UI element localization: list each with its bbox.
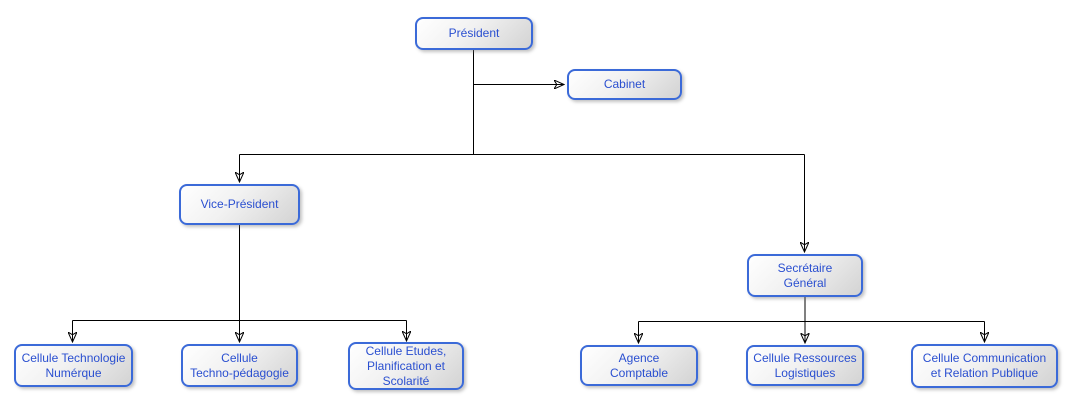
node-cellule-etudes: Cellule Etudes, Planification et Scolari… xyxy=(348,342,464,390)
node-cellule-technologie: Cellule Technologie Numérque xyxy=(14,344,133,387)
node-cellule-techno-pedagogie: Cellule Techno-pédagogie xyxy=(181,344,298,387)
node-secretaire-general: Secrétaire Général xyxy=(747,254,863,297)
node-president: Président xyxy=(415,17,533,50)
node-vice-president: Vice-Président xyxy=(179,184,300,225)
node-cabinet: Cabinet xyxy=(567,69,682,100)
node-cellule-communication: Cellule Communication et Relation Publiq… xyxy=(911,344,1058,388)
node-cellule-ressources: Cellule Ressources Logistiques xyxy=(746,345,864,386)
node-agence-comptable: Agence Comptable xyxy=(580,345,698,386)
